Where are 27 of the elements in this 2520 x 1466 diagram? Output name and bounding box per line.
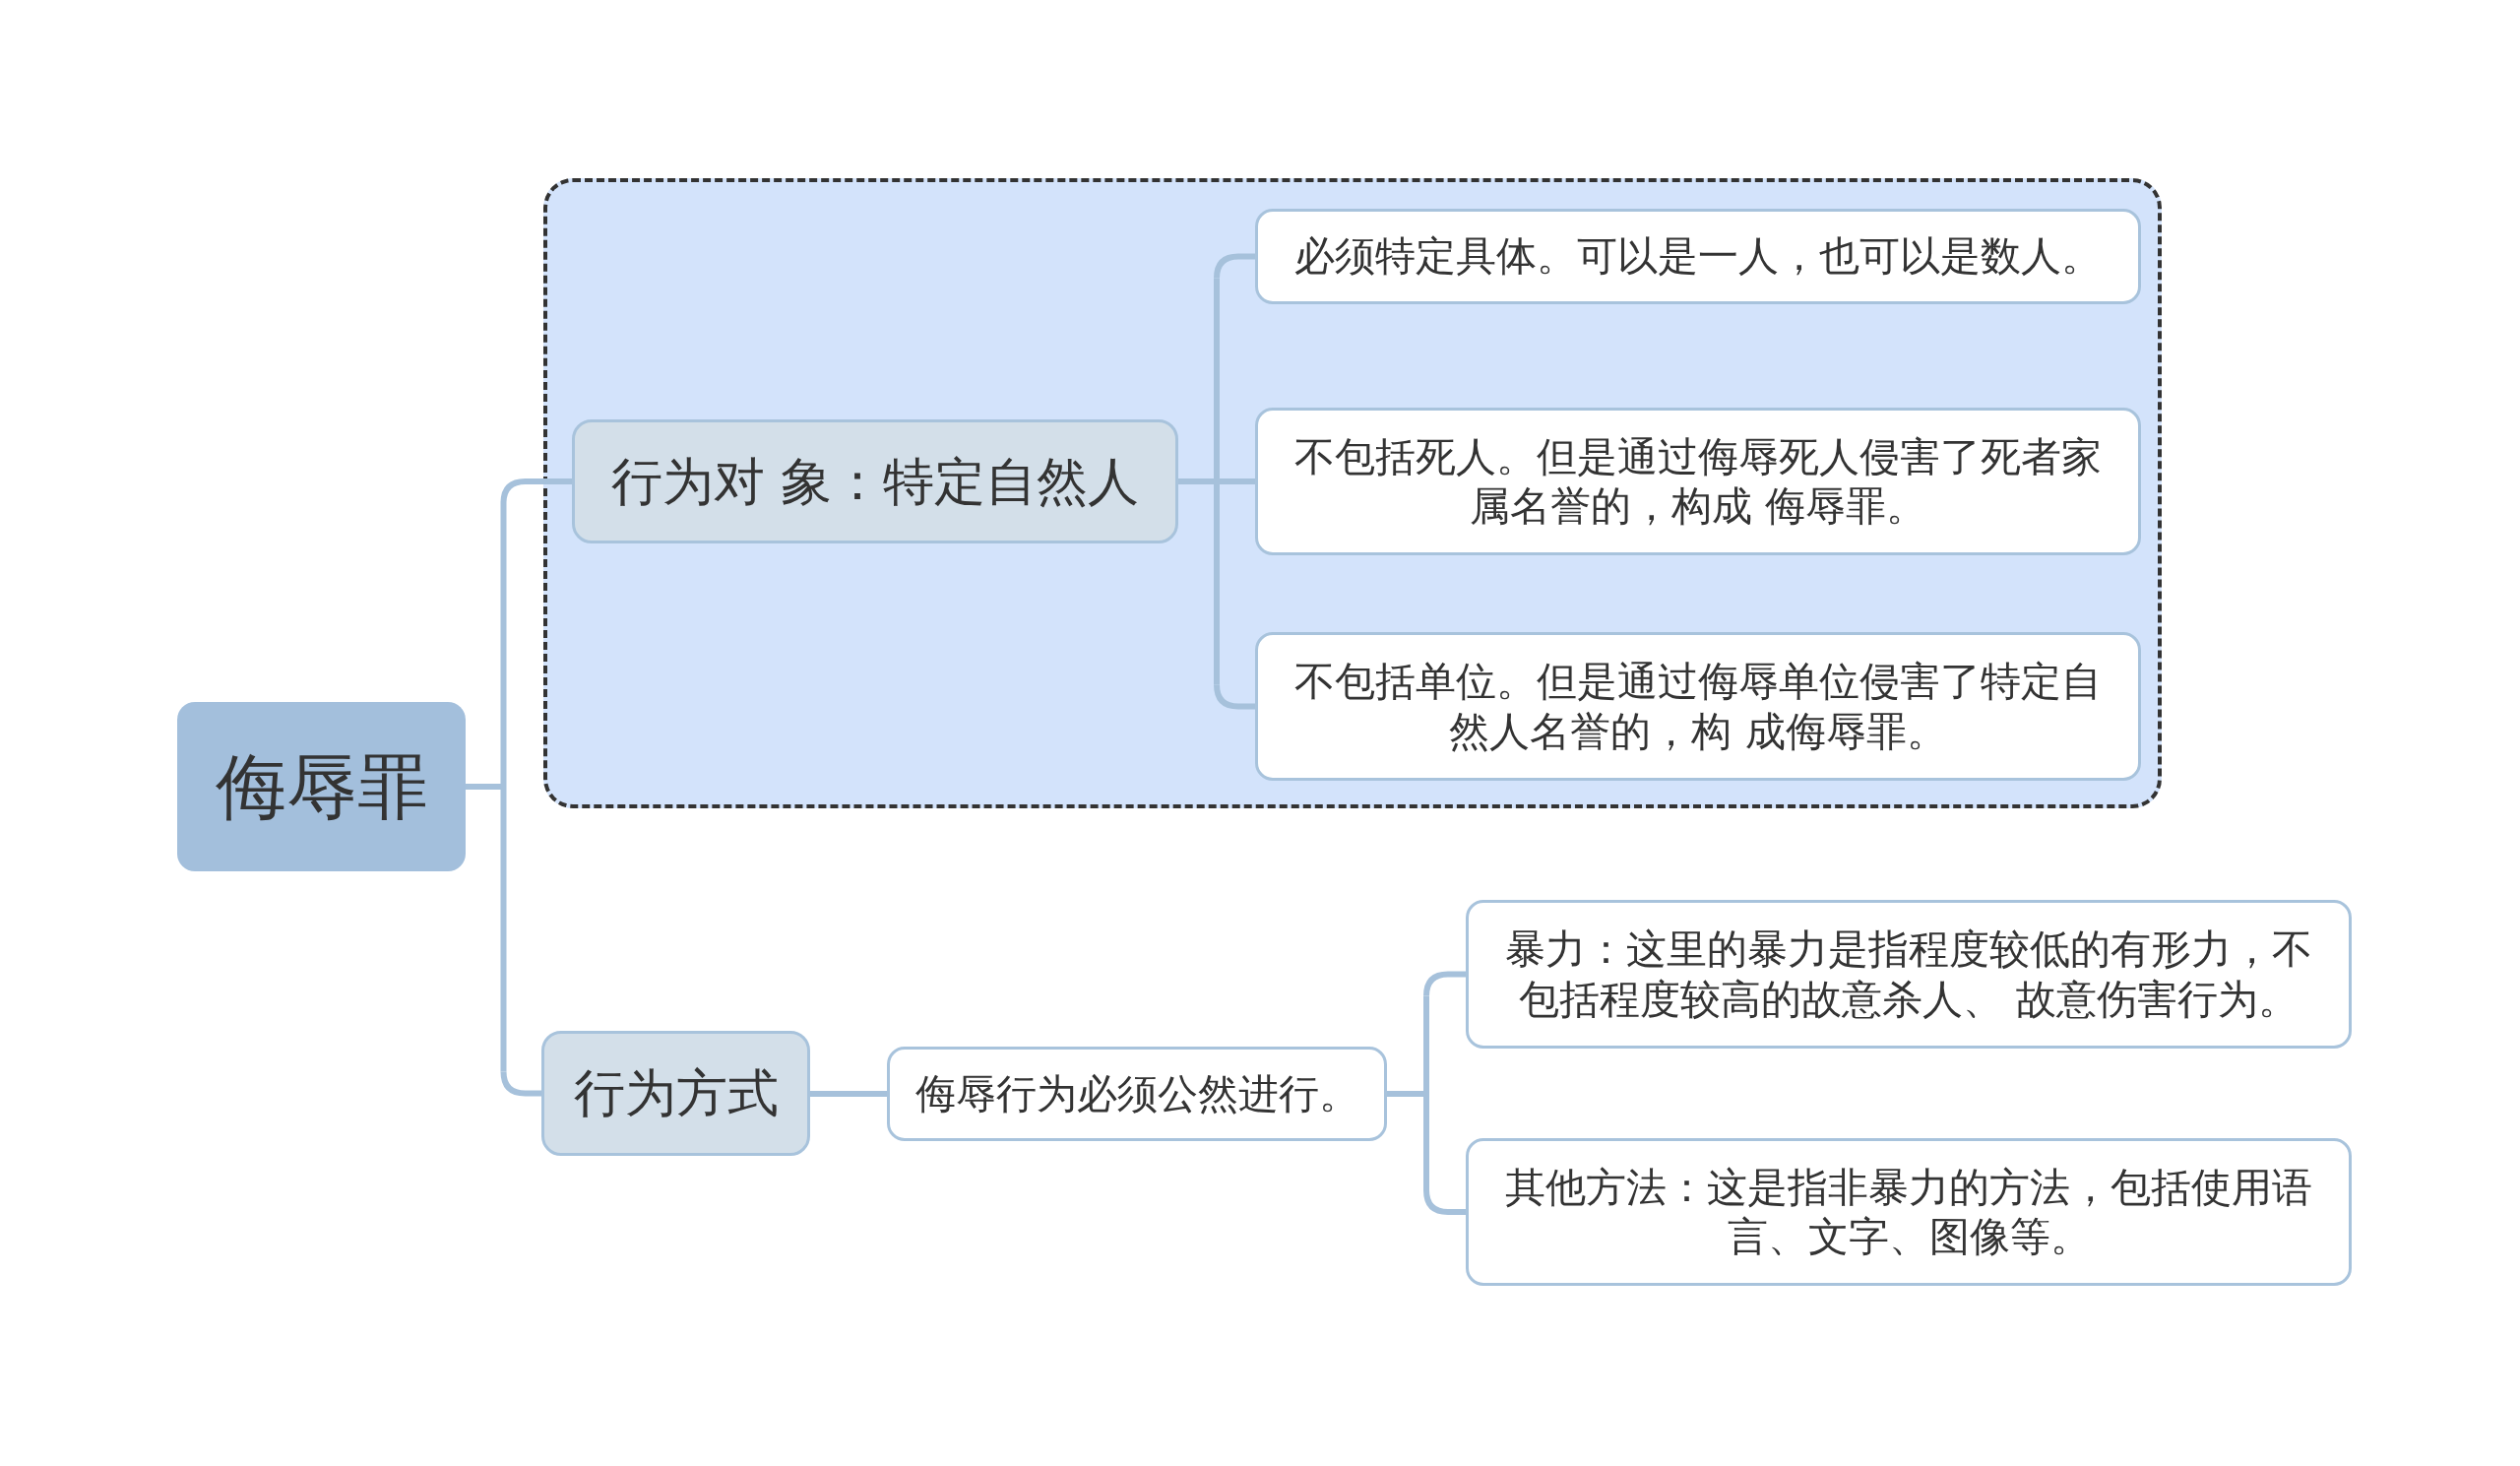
subtopic-text: 必须特定具体。可以是一人，也可以是数人。 <box>1294 231 2102 282</box>
connector-line <box>810 1091 887 1097</box>
subtopic-box <box>1466 900 2352 1049</box>
subtopic-box <box>1255 408 2141 555</box>
connector-line <box>1423 971 1466 996</box>
topic-text: 行为方式 <box>573 1062 779 1124</box>
subtopic-text: 暴力：这里的暴力是指程度较低的有形力，不包括程度较高的故意杀人、 故意伤害行为。 <box>1504 924 2313 1024</box>
central-topic-box <box>177 702 466 871</box>
connector-line <box>1217 478 1255 484</box>
topic-text: 行为对 象：特定自然人 <box>610 450 1140 513</box>
subtopic-text: 侮辱行为必须公然进行。 <box>914 1069 1359 1118</box>
subtopic-box <box>1255 632 2141 781</box>
subtopic-box <box>887 1047 1387 1141</box>
subtopic-box <box>1255 209 2141 304</box>
subtopic-box <box>1466 1138 2352 1286</box>
dashed-group-frame <box>543 178 2162 808</box>
connector-line <box>1214 253 1255 279</box>
connector-line <box>1214 684 1255 710</box>
connector-line <box>500 1071 541 1097</box>
central-topic-text: 侮辱罪 <box>215 743 428 830</box>
subtopic-text: 不包括死人。但是通过侮辱死人侵害了死者家属名誉的，构成 侮辱罪。 <box>1293 432 2103 531</box>
subtopic-text: 其他方法：这是指非暴力的方法，包括使用语言、文字、图像等。 <box>1504 1163 2313 1261</box>
connector-line <box>500 478 572 504</box>
subtopic-text: 不包括单位。但是通过侮辱单位侵害了特定自然人名誉的，构 成侮辱罪。 <box>1293 657 2103 756</box>
connector-line <box>1423 1189 1466 1215</box>
topic-box <box>572 419 1178 543</box>
topic-box <box>541 1031 810 1156</box>
